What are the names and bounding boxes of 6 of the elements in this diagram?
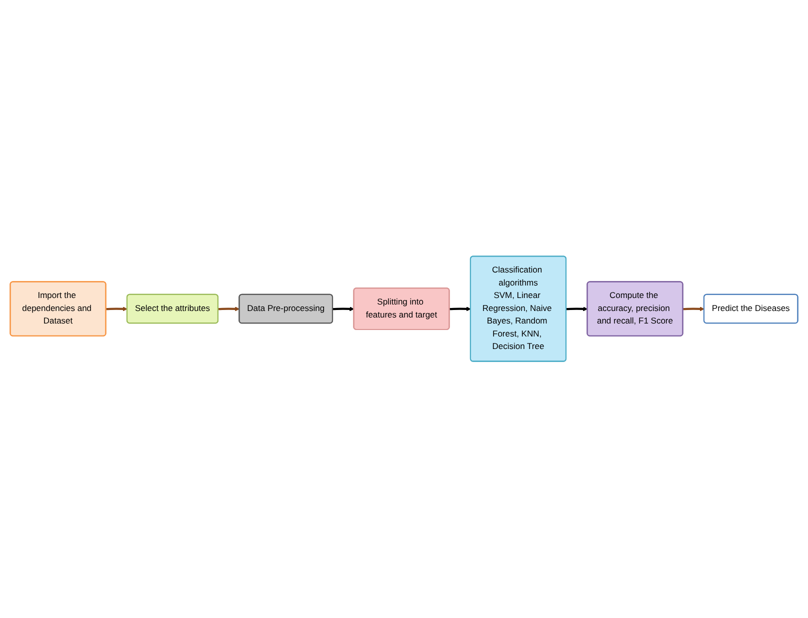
arrow xyxy=(566,306,588,312)
arrow xyxy=(106,306,128,312)
arrow xyxy=(218,306,240,312)
arrow xyxy=(682,306,704,312)
arrow xyxy=(449,306,471,312)
arrow xyxy=(332,306,354,312)
